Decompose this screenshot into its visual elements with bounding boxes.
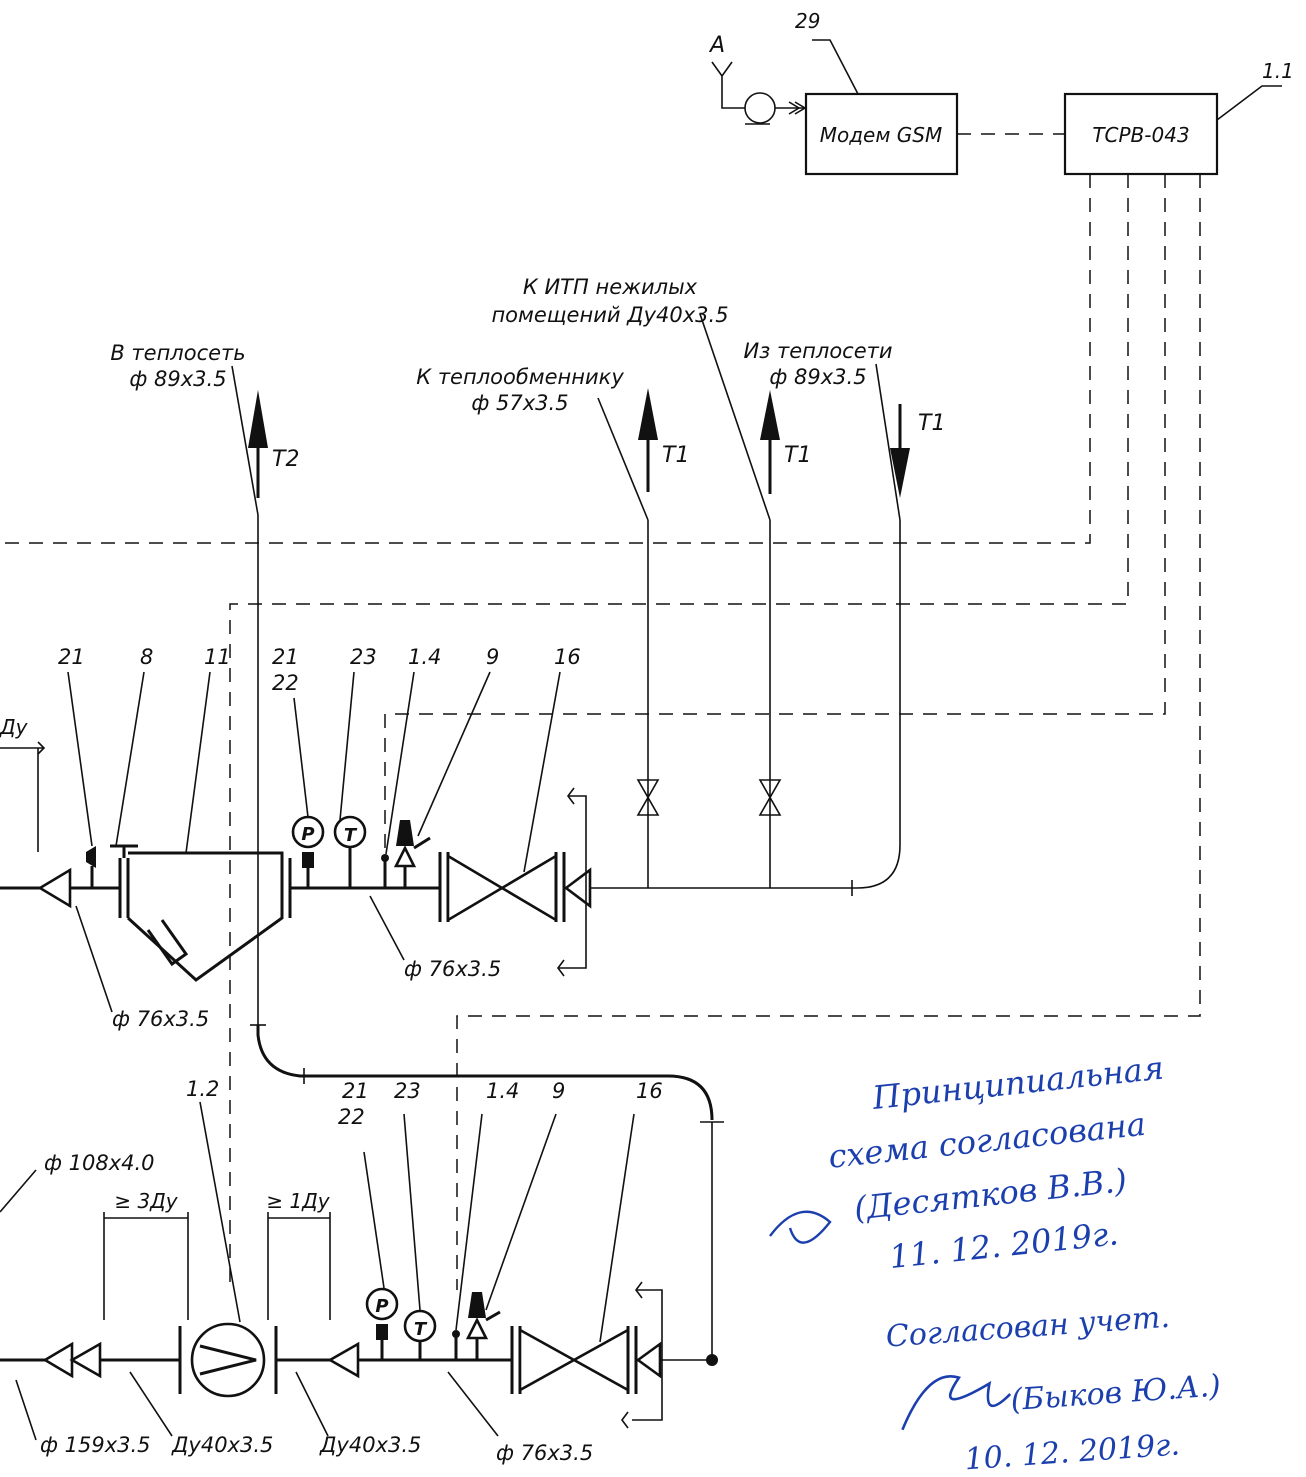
inlet-pipe-label: ф 159х3.5 [40, 1433, 151, 1457]
ref-1-4: 1.4 [486, 1079, 519, 1103]
check-valve-icon [635, 1341, 662, 1379]
to-itp-diameter: помещений Ду40х3.5 [491, 303, 728, 327]
ref-22: 22 [338, 1105, 365, 1129]
ref-1-2: 1.2 [186, 1077, 219, 1101]
lower-refs: 1.2 21 22 23 1.4 9 16 [186, 1077, 663, 1129]
ref-23: 23 [350, 645, 377, 669]
pump-icon [190, 1322, 266, 1398]
flange-icon [118, 858, 130, 918]
ref-23: 23 [394, 1079, 421, 1103]
to-exchanger-diameter: ф 57х3.5 [471, 391, 568, 415]
signature-mark [901, 1375, 1012, 1431]
ref-1-4: 1.4 [408, 645, 441, 669]
ref-8: 8 [140, 645, 153, 669]
dim-after-pump: ≥ 1Ду [266, 1189, 330, 1213]
flange-icon [626, 1326, 638, 1394]
modem-ref: 29 [795, 9, 820, 33]
big-pipe-label: ф 108х4.0 [44, 1151, 155, 1175]
to-network-diameter: ф 89х3.5 [129, 367, 226, 391]
upper-refs: 21 8 11 21 22 23 1.4 9 16 [58, 645, 581, 695]
gate-valve-icon [518, 1327, 630, 1393]
accounting-approval: Согласован учет. (Быков Ю.А.) 10. 12. 20… [885, 1300, 1222, 1477]
meter-label: ТСРВ-043 [1092, 123, 1189, 147]
dim-before-pump: ≥ 3Ду [114, 1189, 178, 1213]
reducer-icon [37, 867, 72, 909]
upper-line: Ду P T [0, 645, 857, 1031]
flange-icon [554, 852, 566, 922]
approval-notes: Принципиальная схема согласована (Десятк… [827, 1049, 1166, 1276]
pipe-right-label: ф 76х3.5 [496, 1441, 593, 1465]
ref-21: 21 [272, 645, 299, 669]
pressure-regulator-icon [465, 1317, 489, 1340]
riser-valve-icon [636, 779, 660, 816]
antenna-icon [711, 61, 745, 109]
ref-16: 16 [636, 1079, 663, 1103]
from-network-tag: Т1 [918, 411, 945, 436]
reducer-icon [327, 1341, 360, 1379]
pump-out-label: Ду40х3.5 [319, 1433, 421, 1457]
ref-22: 22 [272, 671, 299, 695]
pressure-regulator-icon [393, 845, 417, 868]
approval-line-4: 11. 12. 2019г. [887, 1214, 1120, 1276]
pipe-mid-label: ф 76х3.5 [404, 957, 501, 981]
antenna-label: A [708, 33, 725, 58]
to-itp-tag: Т1 [784, 443, 811, 468]
approval-line-6: (Быков Ю.А.) [1009, 1368, 1221, 1418]
svg-text:P: P [301, 824, 314, 845]
to-network-tag: Т2 [272, 447, 299, 472]
from-network-diameter: ф 89х3.5 [769, 365, 866, 389]
return-crossover [250, 1024, 724, 1366]
lower-line: P T ≥ 3Ду ≥ 1Ду [0, 1077, 663, 1465]
gate-valve-icon [446, 853, 558, 923]
to-itp-label: К ИТП нежилых [523, 275, 698, 299]
meter-box [1063, 92, 1219, 176]
strainer-icon [126, 851, 284, 982]
riser-valve-icon [758, 779, 782, 816]
modem-label: Модем GSM [820, 123, 943, 147]
ref-21: 21 [58, 645, 85, 669]
ref-21: 21 [342, 1079, 369, 1103]
pump-in-label: Ду40х3.5 [171, 1433, 273, 1457]
dim-cut-label: Ду [0, 715, 29, 739]
to-network-label: В теплосеть [110, 341, 245, 365]
svg-text:P: P [375, 1296, 388, 1317]
telemetry-block: A Модем GSM 29 ТСРВ-043 1.1 [0, 9, 1294, 1290]
check-valve-icon [563, 867, 592, 909]
tap-valve-icon [86, 846, 96, 868]
ref-11: 11 [204, 645, 231, 669]
reducer-icon [42, 1341, 74, 1379]
cable-coil-icon [744, 92, 776, 124]
reducer-icon [69, 1341, 102, 1379]
svg-text:T: T [414, 1319, 428, 1340]
pipe-left-label: ф 76х3.5 [112, 1007, 209, 1031]
to-exchanger-tag: Т1 [662, 443, 689, 468]
flange-icon [280, 858, 292, 918]
from-network-label: Из теплосети [743, 339, 892, 363]
pressure-gauge-icon [365, 1287, 399, 1321]
ref-9: 9 [552, 1079, 565, 1103]
signature-mark [769, 1210, 832, 1244]
svg-text:T: T [344, 825, 358, 846]
approval-line-7: 10. 12. 2019г. [963, 1427, 1180, 1477]
to-exchanger-label: К теплообменнику [416, 365, 624, 389]
risers: Т2 В теплосеть ф 89х3.5 Т1 К теплообменн… [110, 275, 945, 1025]
ref-9: 9 [486, 645, 499, 669]
meter-ref: 1.1 [1262, 59, 1294, 83]
ref-16: 16 [554, 645, 581, 669]
approval-line-5: Согласован учет. [885, 1300, 1171, 1355]
